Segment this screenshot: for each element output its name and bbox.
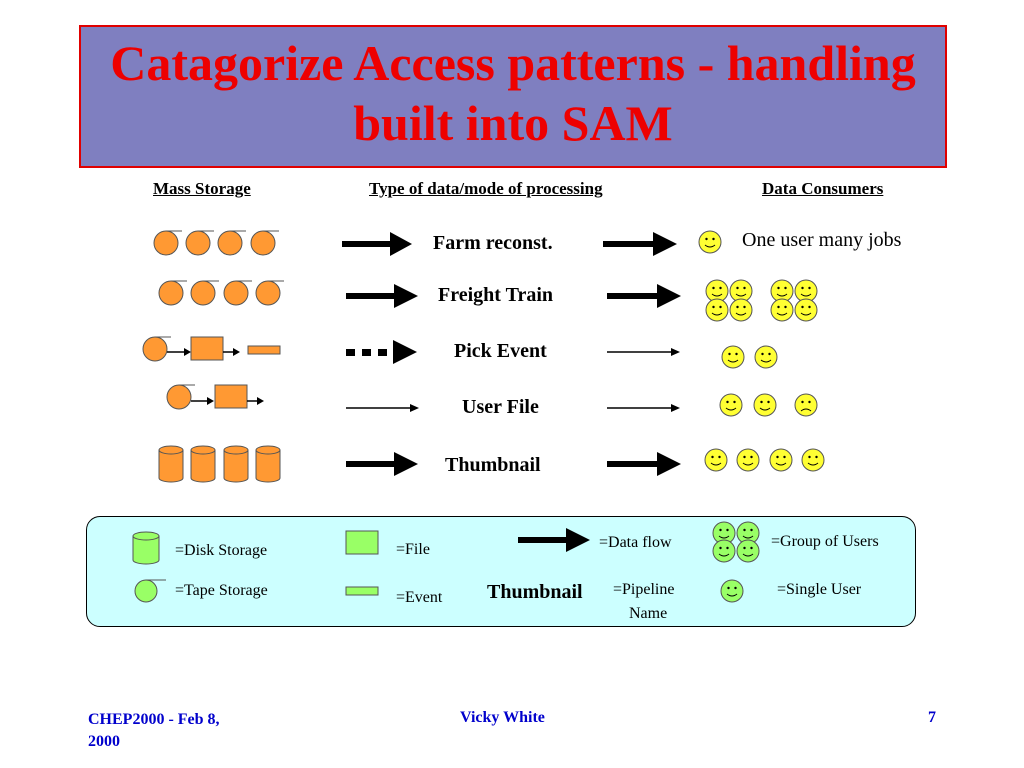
event-icon	[247, 345, 281, 355]
thin-arrow-icon	[247, 397, 264, 405]
legend-group-of-users: =Group of Users	[771, 533, 879, 550]
row-label-user-file: User File	[462, 396, 539, 418]
legend-event: =Event	[396, 589, 443, 606]
group-of-users-legend-icon	[712, 521, 760, 563]
footer-date-line1: CHEP2000 - Feb 8,	[88, 711, 220, 728]
legend-pipeline-name: =Pipeline	[613, 581, 675, 598]
row-label-freight-train: Freight Train	[438, 284, 553, 306]
thick-arrow-icon	[607, 284, 681, 308]
data-flow-legend-icon	[518, 528, 590, 552]
thick-arrow-icon	[603, 232, 677, 256]
event-legend-icon	[345, 586, 379, 596]
legend-box	[86, 516, 916, 627]
disk-storage-legend-icon	[132, 531, 160, 565]
header-data-consumers: Data Consumers	[762, 179, 884, 198]
file-icon	[214, 384, 248, 409]
legend-file: =File	[396, 541, 430, 558]
legend-disk-storage: =Disk Storage	[175, 542, 268, 559]
footer-date-line2: 2000	[88, 733, 120, 750]
thick-arrow-icon	[342, 232, 412, 256]
legend-data-flow: =Data flow	[599, 534, 672, 551]
dashed-arrow-icon	[346, 340, 417, 364]
thin-arrow-icon	[607, 404, 680, 412]
title-box: Catagorize Access patterns - handling bu…	[79, 25, 947, 168]
footer-date: CHEP2000 - Feb 8, 2000	[88, 709, 220, 753]
legend-pipeline-example: Thumbnail	[487, 581, 583, 603]
thin-arrow-icon	[607, 348, 680, 356]
thin-arrow-icon	[191, 397, 214, 405]
footer-author: Vicky White	[460, 709, 545, 726]
thin-arrow-icon	[223, 348, 240, 356]
file-legend-icon	[345, 530, 379, 555]
thick-arrow-icon	[346, 452, 418, 476]
thick-arrow-icon	[346, 284, 418, 308]
tape-storage-legend-icon	[134, 579, 166, 603]
file-icon	[190, 336, 224, 361]
page-title: Catagorize Access patterns - handling bu…	[110, 35, 916, 151]
thin-arrow-icon	[346, 404, 419, 412]
row-label-thumbnail: Thumbnail	[445, 454, 541, 476]
row-label-pick-event: Pick Event	[454, 340, 547, 362]
header-mass-storage: Mass Storage	[153, 179, 251, 198]
legend-tape-storage: =Tape Storage	[175, 582, 268, 599]
thin-arrow-icon	[167, 348, 191, 356]
single-user-legend-icon	[720, 579, 744, 603]
row-label-farm-reconst: Farm reconst.	[433, 232, 553, 254]
thick-arrow-icon	[607, 452, 681, 476]
header-type-of-data: Type of data/mode of processing	[369, 179, 603, 198]
page-number: 7	[928, 709, 936, 726]
legend-pipeline-name-2: Name	[629, 605, 668, 622]
legend-single-user: =Single User	[777, 581, 862, 598]
note-one-user-many-jobs: One user many jobs	[742, 229, 902, 251]
